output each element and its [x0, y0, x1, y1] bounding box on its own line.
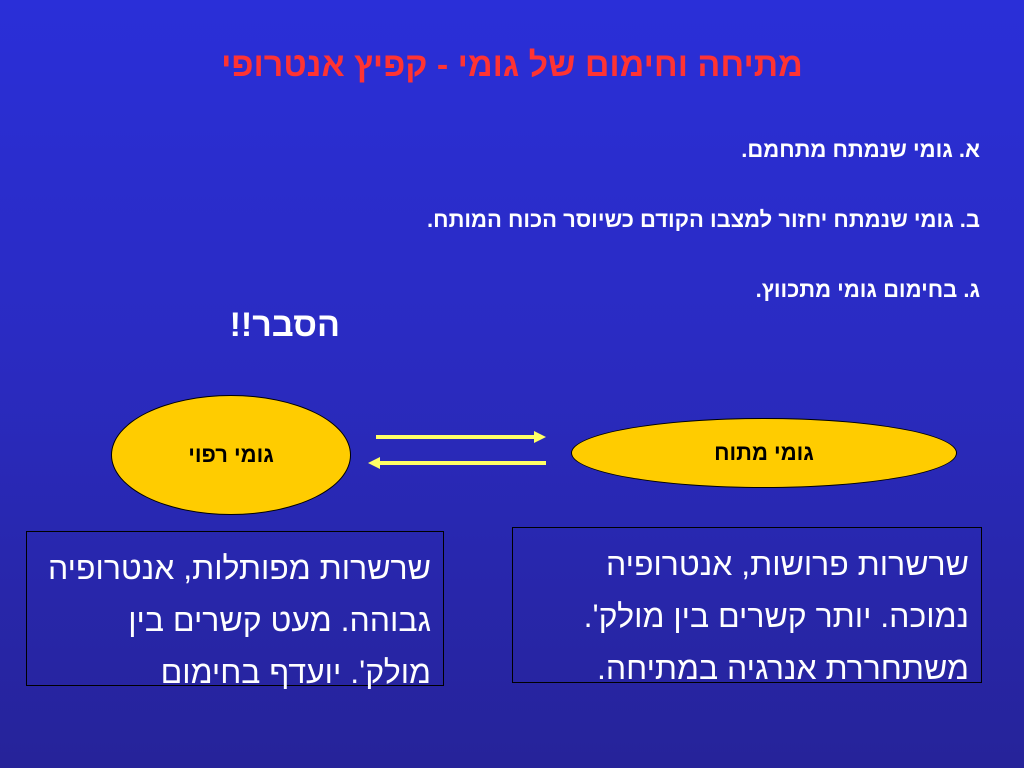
loose-description-text: שרשרות מפותלות, אנטרופיה גבוהה. מעט קשרי…: [48, 550, 431, 690]
statement-b: ב. גומי שנמתח יחזור למצבו הקודם כשיוסר ה…: [427, 207, 980, 232]
stretched-description-box: שרשרות פרושות, אנטרופיה נמוכה. יותר קשרי…: [512, 527, 982, 686]
statement-c: ג. בחימום גומי מתכווץ.: [755, 277, 980, 302]
arrow-right-icon: [376, 431, 546, 443]
stretched-rubber-label: גומי מתוח: [714, 440, 814, 465]
explanation-heading: הסבר!!: [229, 306, 340, 344]
stretched-description-text: שרשרות פרושות, אנטרופיה נמוכה. יותר קשרי…: [583, 546, 969, 686]
loose-rubber-label: גומי רפוי: [188, 442, 274, 467]
slide-title: מתיחה וחימום של גומי - קפיץ אנטרופי: [221, 46, 803, 84]
loose-rubber-ellipse: גומי רפוי: [111, 395, 351, 515]
loose-description-box: שרשרות מפותלות, אנטרופיה גבוהה. מעט קשרי…: [26, 531, 444, 690]
equilibrium-arrows: [368, 431, 546, 469]
stretched-rubber-ellipse: גומי מתוח: [571, 418, 957, 488]
arrow-left-icon: [368, 457, 546, 469]
statement-a: א. גומי שנמתח מתחמם.: [741, 137, 980, 162]
